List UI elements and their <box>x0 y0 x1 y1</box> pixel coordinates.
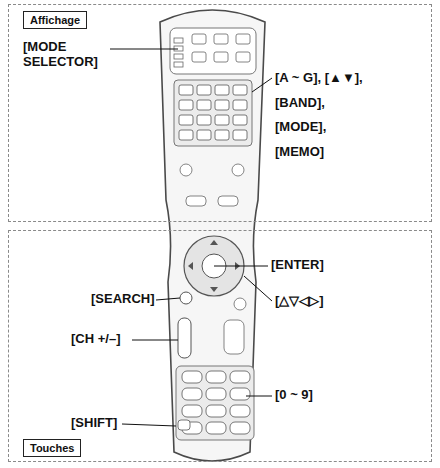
button-label: [SHIFT] <box>70 416 118 431</box>
section-tag: Touches <box>23 439 81 457</box>
button-label: [△▽◁▷] <box>274 294 325 309</box>
button-label: [ENTER] <box>270 258 325 273</box>
section-tag: Affichage <box>23 11 87 29</box>
button-label: [MODE SELECTOR] <box>22 40 110 70</box>
dashed-region: Affichage <box>8 4 432 222</box>
button-label: [CH +/–] <box>70 332 121 347</box>
button-label: [SEARCH] <box>90 292 156 307</box>
button-label: [0 ~ 9] <box>274 388 314 403</box>
button-label: [A ~ G], [▲▼], [BAND], [MODE], [MEMO] <box>274 66 368 165</box>
